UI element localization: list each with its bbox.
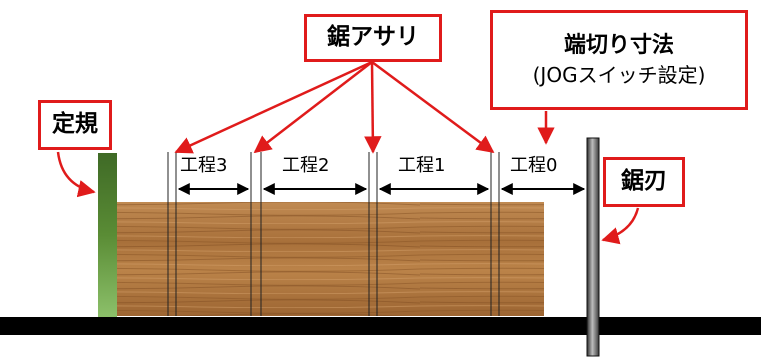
wood-workpiece xyxy=(116,202,544,316)
saw-blade-label: 鋸刃 xyxy=(621,168,667,195)
kerf-lines xyxy=(167,152,500,316)
fence-callout: 定規 xyxy=(38,100,112,150)
table-surface xyxy=(0,317,761,335)
step-label: 工程1 xyxy=(398,155,446,176)
saw-set-label: 鋸アサリ xyxy=(327,24,419,51)
fence-bar xyxy=(98,153,117,317)
trim-dimension-label: 端切り寸法 xyxy=(563,32,674,58)
fence-label: 定規 xyxy=(52,111,98,138)
saw-blade-callout: 鋸刃 xyxy=(603,157,685,207)
saw-set-callout: 鋸アサリ xyxy=(304,14,442,62)
step-label: 工程0 xyxy=(510,155,558,176)
saw-blade xyxy=(586,137,600,357)
step-label: 工程3 xyxy=(180,155,228,176)
trim-dimension-callout: 端切り寸法 (JOGスイッチ設定) xyxy=(490,10,748,110)
trim-dimension-sublabel: (JOGスイッチ設定) xyxy=(532,63,706,88)
step-label: 工程2 xyxy=(282,155,330,176)
callout-arrows xyxy=(56,60,640,245)
